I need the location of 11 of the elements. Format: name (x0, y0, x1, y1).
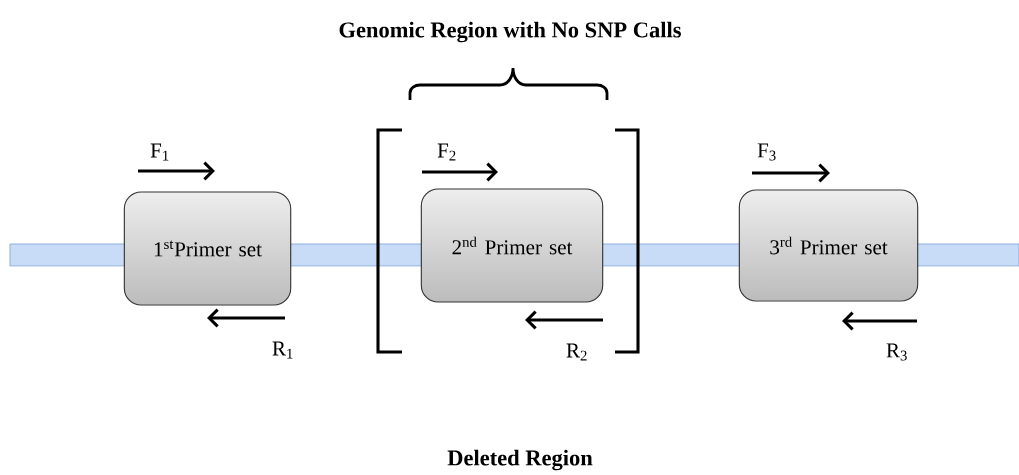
primer-label: R$_{2}$ (566, 343, 587, 361)
primer-box: 1$^{st}$Primer set (123, 191, 292, 306)
primer-label: F$_{1}$ (150, 143, 169, 161)
primer-label: F$_{3}$ (757, 143, 776, 161)
primer-label: R$_{1}$ (272, 341, 293, 359)
title: Genomic Region with No SNP Calls (339, 21, 681, 43)
primer-box: 3$^{rd}$ Primer set (738, 189, 919, 302)
primer-box: 2$^{nd}$ Primer set (420, 188, 604, 303)
caption: Deleted Region (447, 449, 593, 471)
primer-label: F$_{2}$ (437, 143, 456, 161)
primer-label: R$_{3}$ (886, 343, 907, 361)
